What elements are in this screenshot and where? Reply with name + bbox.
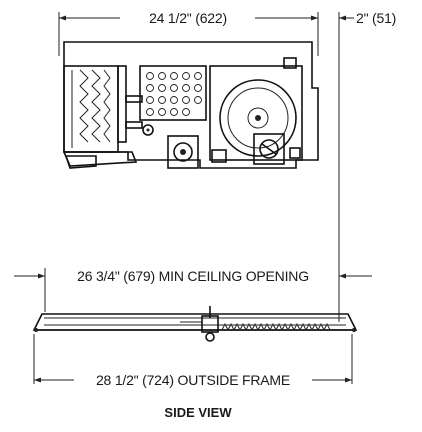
ceiling-opening-label: 26 3/4" (679) MIN CEILING OPENING xyxy=(77,268,309,284)
ceiling-opening-dimension: 26 3/4" (679) MIN CEILING OPENING xyxy=(14,268,372,312)
vent-holes xyxy=(146,72,202,116)
view-title: SIDE VIEW xyxy=(164,405,232,420)
heater-assembly xyxy=(62,41,319,169)
top-width-dimension: 24 1/2" (622) xyxy=(58,10,319,56)
top-width-label: 24 1/2" (622) xyxy=(149,10,227,26)
outside-frame-label: 28 1/2" (724) OUTSIDE FRAME xyxy=(96,372,290,388)
grille-frame xyxy=(32,306,358,342)
outside-frame-dimension: 28 1/2" (724) OUTSIDE FRAME xyxy=(33,334,353,388)
side-depth-dimension: 2" (51) xyxy=(338,10,396,322)
side-depth-label: 2" (51) xyxy=(356,10,396,26)
